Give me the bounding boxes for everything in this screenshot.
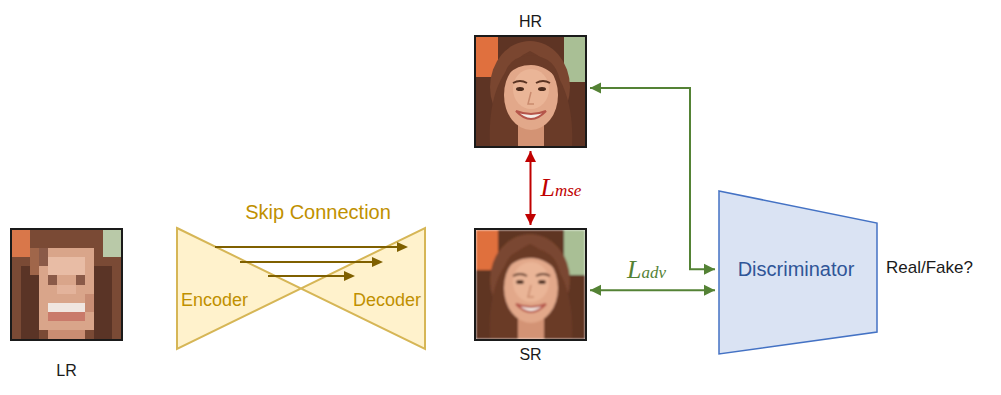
image-label: LR bbox=[56, 361, 76, 380]
sr-image-node: SR bbox=[474, 228, 587, 364]
loss-label: Ladv bbox=[625, 253, 668, 287]
block-label: Discriminator bbox=[738, 257, 855, 281]
arrow-head bbox=[525, 151, 536, 162]
bowtie-outline bbox=[175, 226, 427, 351]
image-frame bbox=[10, 228, 123, 341]
arrow-head bbox=[590, 83, 601, 94]
connector-line bbox=[590, 289, 715, 291]
encoder-decoder: Encoder Decoder bbox=[175, 226, 427, 351]
connector-line bbox=[530, 151, 532, 225]
arrow-head bbox=[590, 285, 601, 296]
block-label: Encoder bbox=[181, 290, 248, 312]
hr-face-image bbox=[476, 37, 585, 146]
image-label: HR bbox=[519, 12, 542, 31]
lr-pixel-face bbox=[12, 230, 121, 339]
output-label: Real/Fake? bbox=[886, 258, 973, 278]
skip-connection-label: Skip Connection bbox=[245, 200, 391, 224]
real-feed-arrow bbox=[590, 83, 715, 275]
image-label: SR bbox=[519, 345, 541, 364]
hr-image-node: HR bbox=[474, 12, 587, 148]
connector-line bbox=[590, 88, 715, 269]
block-label: Decoder bbox=[353, 290, 421, 312]
image-frame bbox=[474, 228, 587, 341]
discriminator-block: Discriminator bbox=[718, 190, 878, 355]
mse-loss-arrow bbox=[525, 151, 536, 225]
arrow-head bbox=[704, 285, 715, 296]
loss-label: Lmse bbox=[539, 171, 584, 205]
lr-image-node: LR bbox=[10, 228, 123, 380]
sr-face-image bbox=[476, 230, 585, 339]
arrow-head bbox=[704, 264, 715, 275]
image-frame bbox=[474, 35, 587, 148]
arrow-head bbox=[525, 214, 536, 225]
